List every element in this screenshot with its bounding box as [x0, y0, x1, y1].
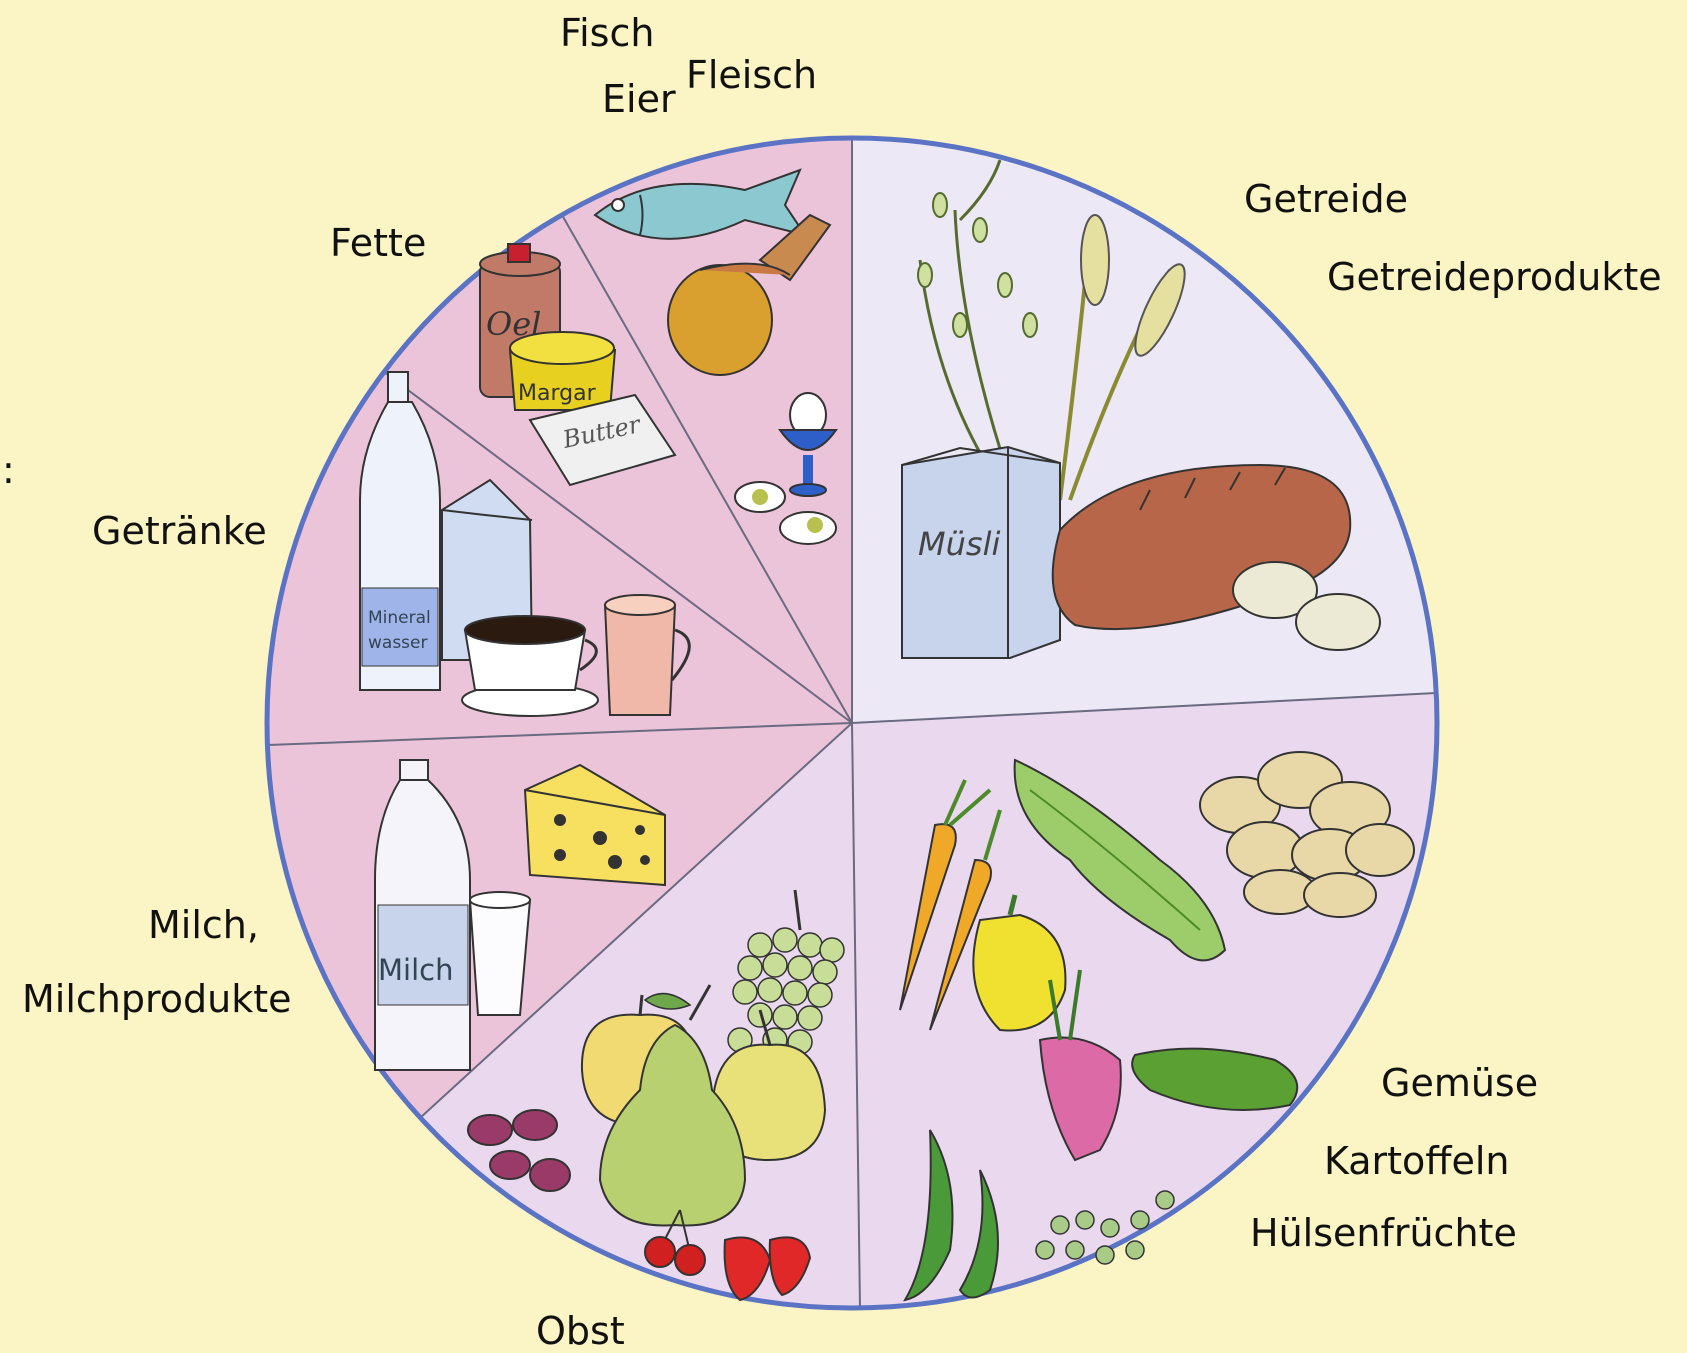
mineral-label-1: Mineral — [368, 608, 431, 628]
label-kartoffeln: Kartoffeln — [1324, 1142, 1510, 1180]
label-fisch: Fisch — [560, 14, 654, 52]
label-getreideprodukte: Getreideprodukte — [1327, 258, 1662, 296]
milk-bottle-label: Milch — [378, 953, 453, 987]
coffee-cup-icon — [462, 616, 598, 716]
glass-icon — [470, 892, 530, 1015]
label-fette: Fette — [330, 224, 426, 262]
mineral-label-2: wasser — [368, 633, 427, 653]
label-milchprodukte: Milchprodukte — [22, 980, 292, 1018]
label-getreide: Getreide — [1244, 180, 1408, 218]
muesli-box-icon: Müsli — [902, 447, 1060, 658]
label-milch: Milch, — [148, 906, 259, 944]
muesli-label: Müsli — [918, 525, 1000, 563]
label-obst: Obst — [536, 1312, 625, 1350]
margarine-tub-icon: Margar — [510, 332, 615, 410]
label-getraenke: Getränke — [92, 512, 267, 550]
label-gemuese: Gemüse — [1381, 1064, 1538, 1102]
label-eier: Eier — [602, 80, 676, 118]
stray-colon: : — [2, 448, 15, 492]
margarine-label: Margar — [518, 381, 597, 406]
label-huelsenfruechte: Hülsenfrüchte — [1250, 1214, 1517, 1252]
label-fleisch: Fleisch — [686, 56, 817, 94]
